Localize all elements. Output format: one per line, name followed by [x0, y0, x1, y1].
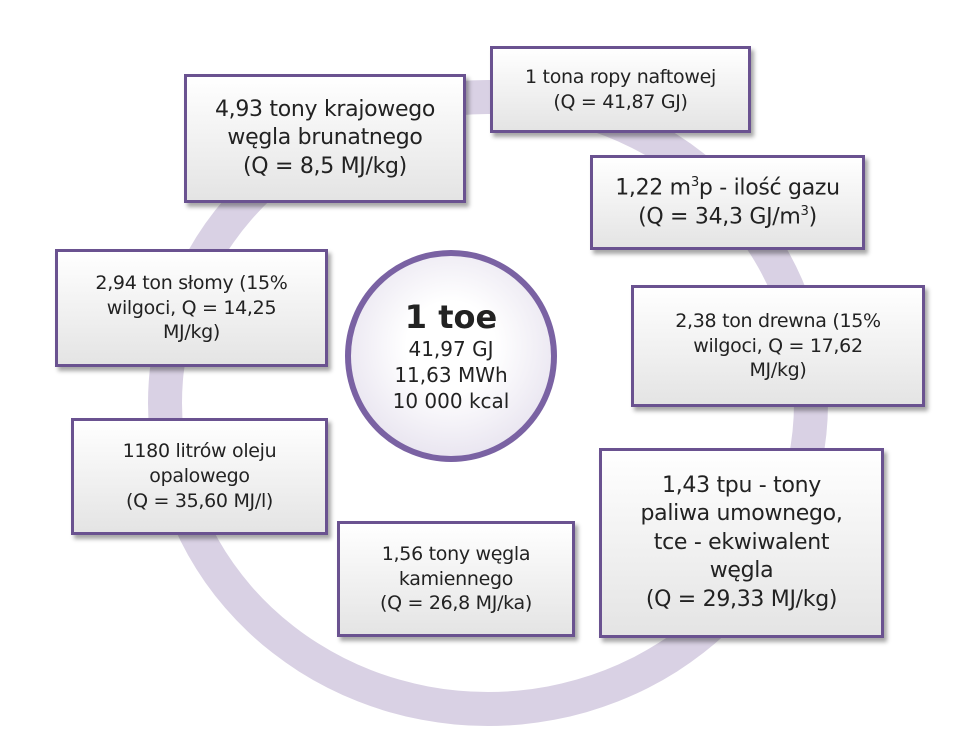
- box-text: 1180 litrów oleju: [122, 440, 277, 463]
- box-text: 1,56 tony węgla: [381, 542, 531, 565]
- box-text: (Q = 29,33 MJ/kg): [645, 586, 838, 612]
- box-text: MJ/kg): [162, 321, 221, 344]
- center-value: 10 000 kcal: [392, 389, 510, 414]
- box-heating-oil: 1180 litrów oleju opalowego (Q = 35,60 M…: [71, 418, 328, 535]
- box-text: (Q = 8,5 MJ/kg): [243, 153, 407, 179]
- center-title: 1 toe: [404, 297, 498, 336]
- box-text: (Q = 41,87 GJ): [553, 90, 688, 113]
- text: 1,22 m: [615, 174, 691, 200]
- center-value: 11,63 MWh: [394, 363, 508, 388]
- text: p - ilość gazu: [698, 174, 840, 200]
- box-text: 2,94 ton słomy (15%: [95, 271, 288, 294]
- box-text: 4,93 tony krajowego: [214, 96, 436, 122]
- box-gas: 1,22 m3p - ilość gazu (Q = 34,3 GJ/m3): [590, 155, 865, 250]
- box-text: opalowego: [149, 465, 250, 488]
- box-text: tce - ekwiwalent: [653, 529, 830, 555]
- box-text: węgla brunatnego: [227, 125, 423, 151]
- box-wood: 2,38 ton drewna (15% wilgoci, Q = 17,62 …: [631, 285, 925, 407]
- box-text: MJ/kg): [749, 359, 807, 382]
- box-text: węgla: [709, 558, 774, 584]
- box-text: 2,38 ton drewna (15%: [675, 309, 881, 332]
- box-tpu: 1,43 tpu - tony paliwa umownego, tce - e…: [599, 448, 884, 638]
- box-hard-coal: 1,56 tony węgla kamiennego (Q = 26,8 MJ/…: [337, 521, 575, 637]
- box-text: 1,43 tpu - tony: [662, 472, 821, 498]
- box-text: kamiennego: [398, 567, 514, 590]
- box-text: (Q = 26,8 MJ/ka): [379, 592, 533, 615]
- box-crude-oil: 1 tona ropy naftowej (Q = 41,87 GJ): [490, 46, 751, 133]
- text: (Q = 34,3 GJ/m: [638, 203, 801, 229]
- center-toe-circle: 1 toe 41,97 GJ 11,63 MWh 10 000 kcal: [345, 250, 557, 462]
- superscript: 3: [690, 174, 699, 190]
- box-lignite: 4,93 tony krajowego węgla brunatnego (Q …: [184, 74, 466, 203]
- box-text: (Q = 34,3 GJ/m3): [638, 203, 817, 232]
- box-text: wilgoci, Q = 17,62: [693, 334, 863, 357]
- box-text: (Q = 35,60 MJ/l): [125, 489, 274, 512]
- box-text: paliwa umownego,: [640, 501, 843, 527]
- superscript: 3: [800, 203, 809, 219]
- box-text: wilgoci, Q = 14,25: [106, 296, 277, 319]
- center-value: 41,97 GJ: [408, 337, 494, 362]
- box-straw: 2,94 ton słomy (15% wilgoci, Q = 14,25 M…: [55, 249, 328, 367]
- text: ): [808, 203, 818, 229]
- box-text: 1 tona ropy naftowej: [525, 65, 716, 88]
- box-text: 1,22 m3p - ilość gazu: [615, 174, 840, 203]
